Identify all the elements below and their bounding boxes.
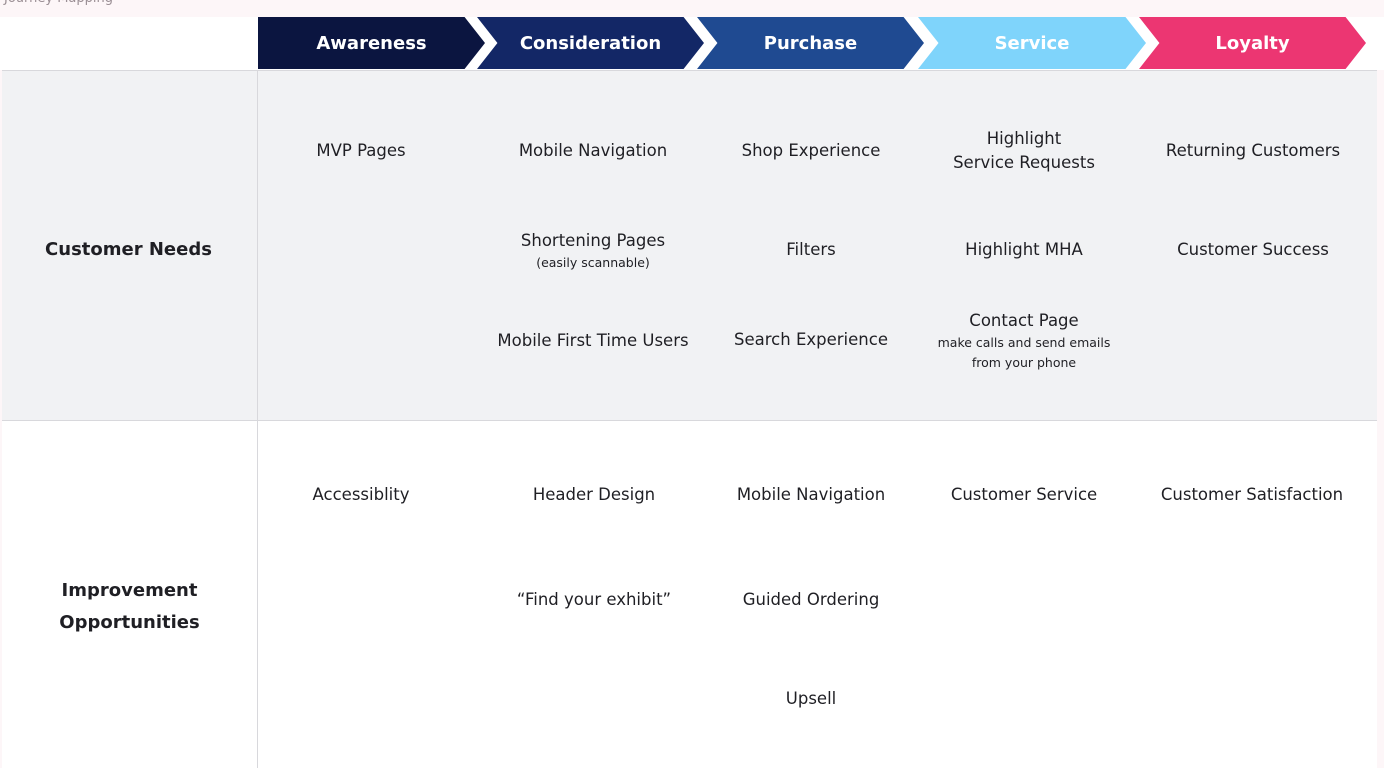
stage-awareness: Awareness [258,17,485,69]
need-card: Contact Page make calls and send emails … [938,309,1111,373]
row-label-improvement-line1: Improvement [61,580,198,601]
stage-service-label: Service [994,32,1070,54]
need-card: Highlight MHA [965,240,1083,259]
opportunity-card: Upsell [785,689,837,708]
stage-loyalty: Loyalty [1139,17,1366,69]
need-card: Mobile First Time Users [497,331,689,350]
stage-consideration: Consideration [477,17,704,69]
opportunity-card: Customer Service [950,485,1098,504]
need-card: Highlight Service Requests [953,127,1095,175]
need-card-title: Shortening Pages [520,231,666,250]
need-card-note: (easily scannable) [536,255,650,270]
need-card: MVP Pages [316,141,406,160]
stage-loyalty-label: Loyalty [1215,32,1290,54]
need-card: Returning Customers [1165,141,1341,160]
customer-needs-band [2,70,1377,421]
opportunity-card: Guided Ordering [742,590,880,609]
stage-consideration-label: Consideration [519,32,662,54]
need-card: Filters [786,240,836,259]
stage-purchase: Purchase [697,17,924,69]
opportunity-card: Header Design [532,485,656,504]
need-card-line1: Highlight [986,129,1062,148]
row-label-divider [257,70,258,768]
opportunity-card: Accessiblity [312,485,410,504]
improvement-opportunities-band [2,421,1377,768]
row-label-improvement-opportunities: Improvement Opportunities [0,575,259,639]
opportunity-card: Customer Satisfaction [1160,485,1344,504]
need-card-title: Contact Page [969,311,1079,330]
opportunity-card: Mobile Navigation [736,485,886,504]
need-card: Customer Success [1177,240,1329,259]
need-card-note: make calls and send emails [937,335,1111,350]
page-title-partial: Journey Mapping [0,0,113,9]
stage-purchase-label: Purchase [763,32,858,54]
need-card: Shop Experience [741,141,881,160]
stage-awareness-label: Awareness [316,32,427,54]
opportunity-card: “Find your exhibit” [516,590,672,609]
need-card-line2: Service Requests [953,153,1095,172]
need-card-note: from your phone [971,355,1077,370]
need-card: Mobile Navigation [518,141,668,160]
row-label-improvement-line2: Opportunities [59,612,200,633]
row-label-customer-needs: Customer Needs [45,239,212,260]
stage-service: Service [918,17,1146,69]
need-card: Shortening Pages (easily scannable) [521,229,665,273]
need-card: Search Experience [734,330,888,349]
